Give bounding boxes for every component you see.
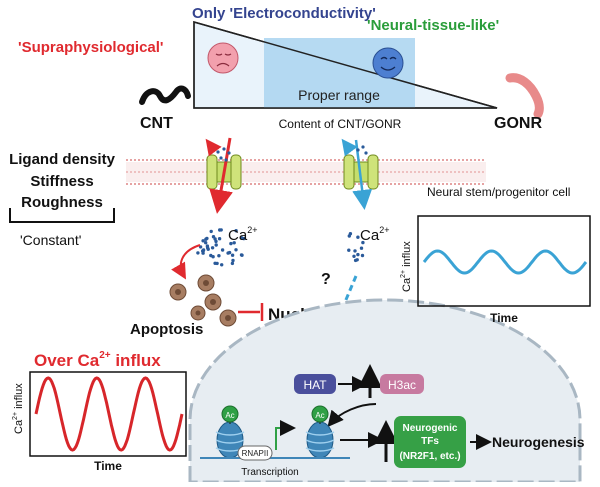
constant-label: 'Constant' xyxy=(20,232,81,248)
acetyl-marker-right xyxy=(311,405,329,423)
hat-label: HAT xyxy=(303,378,327,392)
calcium-ion xyxy=(230,261,235,266)
calcium-ion xyxy=(217,237,222,241)
transcription-start-arrow xyxy=(275,420,296,450)
plot-left-ylabel: Ca2+ influx xyxy=(12,383,25,434)
calcium-ion xyxy=(226,251,230,255)
plot-left-xlabel: Time xyxy=(94,459,122,473)
property-stiffness: Stiffness xyxy=(30,173,93,190)
label-supraphysiological: 'Supraphysiological' xyxy=(18,39,164,56)
sad-face-icon xyxy=(207,42,239,74)
chromatin-left xyxy=(215,418,245,459)
calcium-ion xyxy=(205,236,209,241)
apoptosis-label: Apoptosis xyxy=(130,321,203,338)
calcium-ion xyxy=(353,258,358,263)
plot-right-xlabel: Time xyxy=(490,311,518,325)
calcium-ion xyxy=(211,255,215,259)
apoptosis-arrow xyxy=(171,244,201,280)
calcium-dots-channel-right xyxy=(356,145,368,155)
calcium-ion xyxy=(196,251,200,255)
plot-right-ylabel: Ca2+ influx xyxy=(400,241,413,292)
plot-left-wave xyxy=(34,376,184,452)
cnt-label: CNT xyxy=(140,115,173,132)
cell-membrane xyxy=(126,159,486,185)
calcium-ion xyxy=(217,254,221,258)
calcium-ion xyxy=(218,228,222,232)
calcium-ion xyxy=(353,249,357,253)
calcium-ion xyxy=(220,248,225,252)
calcium-ion xyxy=(361,240,365,245)
acetyl-marker-left xyxy=(221,405,239,423)
calcium-ion xyxy=(201,239,205,243)
calcium-ion xyxy=(232,241,236,245)
neural-stem-cell-label: Neural stem/progenitor cell xyxy=(427,185,570,199)
calcium-influx-arrow-left xyxy=(209,137,233,214)
calcium-cluster-right xyxy=(347,232,365,263)
calcium-ion xyxy=(356,235,360,239)
cnt-icon xyxy=(139,85,191,105)
calcium-ion xyxy=(214,243,218,247)
calcium-ion xyxy=(229,241,233,246)
plot-right xyxy=(417,215,591,307)
calcium-ion xyxy=(356,252,360,257)
calcium-ion xyxy=(215,261,219,266)
property-ligand-density: Ligand density xyxy=(9,151,116,168)
calcium-ion xyxy=(211,235,216,239)
plot-left xyxy=(29,371,187,457)
h3ac-box xyxy=(380,374,424,394)
calcium-ion xyxy=(347,234,351,238)
calcium-ion xyxy=(234,229,238,233)
neurogenic-tf-box xyxy=(394,416,466,468)
calcium-ion xyxy=(347,248,351,252)
calcium-ion xyxy=(209,229,213,234)
plot-right-wave xyxy=(422,249,588,275)
calcium-ion xyxy=(204,241,208,245)
neurogenesis-label: Neurogenesis xyxy=(492,434,585,450)
channel-open-arrow-left xyxy=(205,138,222,157)
tf-label-line3: (NR2F1, etc.) xyxy=(399,451,460,462)
calcium-ion xyxy=(220,263,224,267)
calcium-ion xyxy=(360,253,365,258)
happy-face-icon xyxy=(372,47,404,79)
acetyl-label-left: Ac xyxy=(225,411,234,420)
calcium-ion xyxy=(210,246,215,250)
gonr-icon xyxy=(505,73,544,119)
h3ac-label: H3ac xyxy=(388,378,416,392)
rnapii-box xyxy=(237,445,273,461)
hat-box xyxy=(294,374,336,394)
calcium-ion xyxy=(234,248,238,252)
calcium-ion xyxy=(240,253,244,257)
calcium-ion xyxy=(201,248,206,252)
transcription-label: Transcription xyxy=(241,467,298,478)
calcium-label-left: Ca2+ xyxy=(228,225,257,244)
acetyl-label-right: Ac xyxy=(315,411,324,420)
h3ac-to-chromatin-arrow xyxy=(327,403,377,428)
gonr-label: GONR xyxy=(494,115,542,132)
calcium-ion xyxy=(205,246,210,250)
calcium-ion xyxy=(239,236,244,240)
calcium-dots-channel-left xyxy=(216,147,231,162)
calcium-label-right: Ca2+ xyxy=(360,225,389,244)
calcium-ion xyxy=(359,246,364,250)
proper-range-label: Proper range xyxy=(298,87,380,103)
label-neural-tissue-like: 'Neural-tissue-like' xyxy=(367,17,499,34)
calcium-ion xyxy=(231,258,235,263)
ion-channel-left xyxy=(206,154,242,190)
calcium-ion xyxy=(352,254,356,258)
constant-bracket xyxy=(9,208,115,223)
unknown-mechanism-label: ? xyxy=(321,271,331,288)
tf-label-line2: TFs xyxy=(421,436,439,447)
property-roughness: Roughness xyxy=(21,194,103,211)
rnapii-label: RNAPII xyxy=(242,449,269,458)
calcium-cluster-left xyxy=(196,228,246,267)
tf-label-line1: Neurogenic xyxy=(402,423,457,434)
calcium-ion xyxy=(230,253,235,257)
channel-open-arrow-right xyxy=(341,138,358,157)
apoptotic-cells-icon xyxy=(169,274,237,327)
label-only-electroconductivity: Only 'Electroconductivity' xyxy=(192,5,376,22)
gradient-axis-label: Content of CNT/GONR xyxy=(279,117,402,131)
over-influx-title: Over Ca2+ influx xyxy=(34,350,161,370)
